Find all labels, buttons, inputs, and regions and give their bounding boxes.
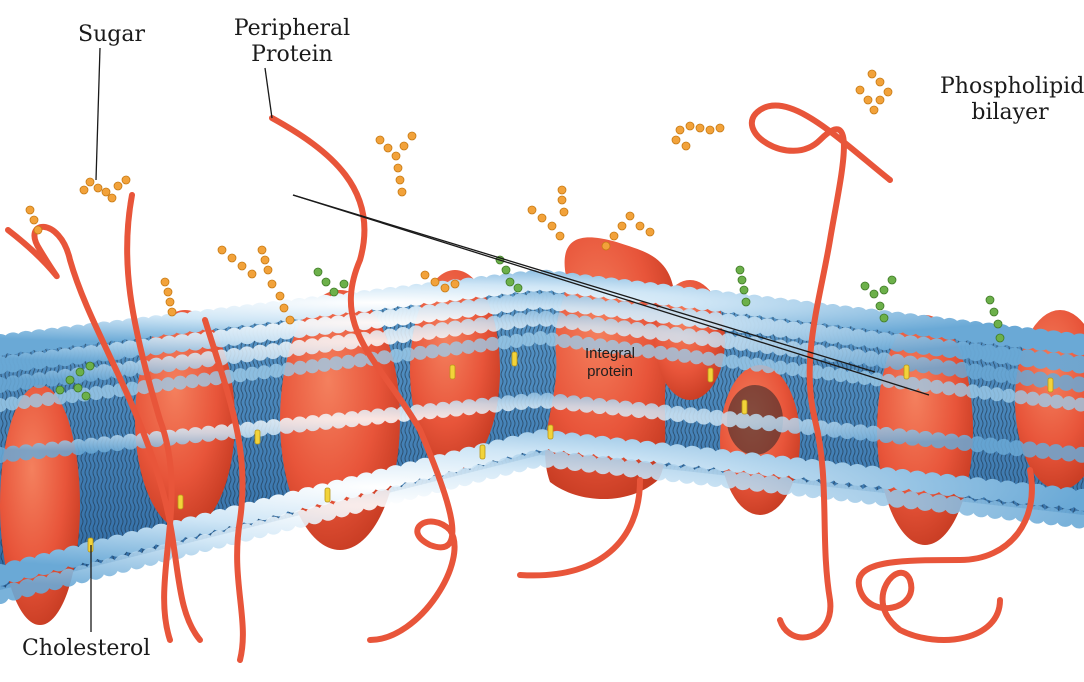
cholesterol-molecules bbox=[87, 351, 1054, 553]
integral-protein-label: Integral protein bbox=[570, 345, 650, 381]
phospholipid-leader-line-1 bbox=[292, 194, 876, 373]
leader-lines bbox=[90, 47, 930, 632]
peripheral-protein-label-line1: Peripheral bbox=[233, 16, 351, 41]
phospholipid-leader-line-2 bbox=[292, 194, 930, 396]
lower-head-layer bbox=[0, 391, 1084, 604]
upper-head-layer bbox=[0, 268, 1084, 412]
integral-protein-label-line2: protein bbox=[587, 363, 633, 380]
peripheral-protein-chains bbox=[5, 102, 1035, 663]
peripheral-protein-leader-line bbox=[264, 67, 273, 119]
phospholipid-bilayer-label: Phospholipid bilayer bbox=[940, 74, 1084, 126]
integral-protein-label-line1: Integral bbox=[584, 345, 636, 362]
phospholipid-label-line1: Phospholipid bbox=[940, 74, 1084, 99]
sugar-leader-line bbox=[95, 47, 101, 181]
sugar-chains-green bbox=[55, 255, 1005, 401]
sugar-label: Sugar bbox=[78, 22, 145, 47]
cholesterol-label: Cholesterol bbox=[22, 636, 151, 661]
peripheral-protein-label: Peripheral Protein bbox=[222, 16, 362, 68]
sugar-chains-orange bbox=[25, 69, 893, 325]
peripheral-protein-label-line2: Protein bbox=[251, 42, 333, 67]
phospholipid-label-line2: bilayer bbox=[971, 100, 1049, 125]
